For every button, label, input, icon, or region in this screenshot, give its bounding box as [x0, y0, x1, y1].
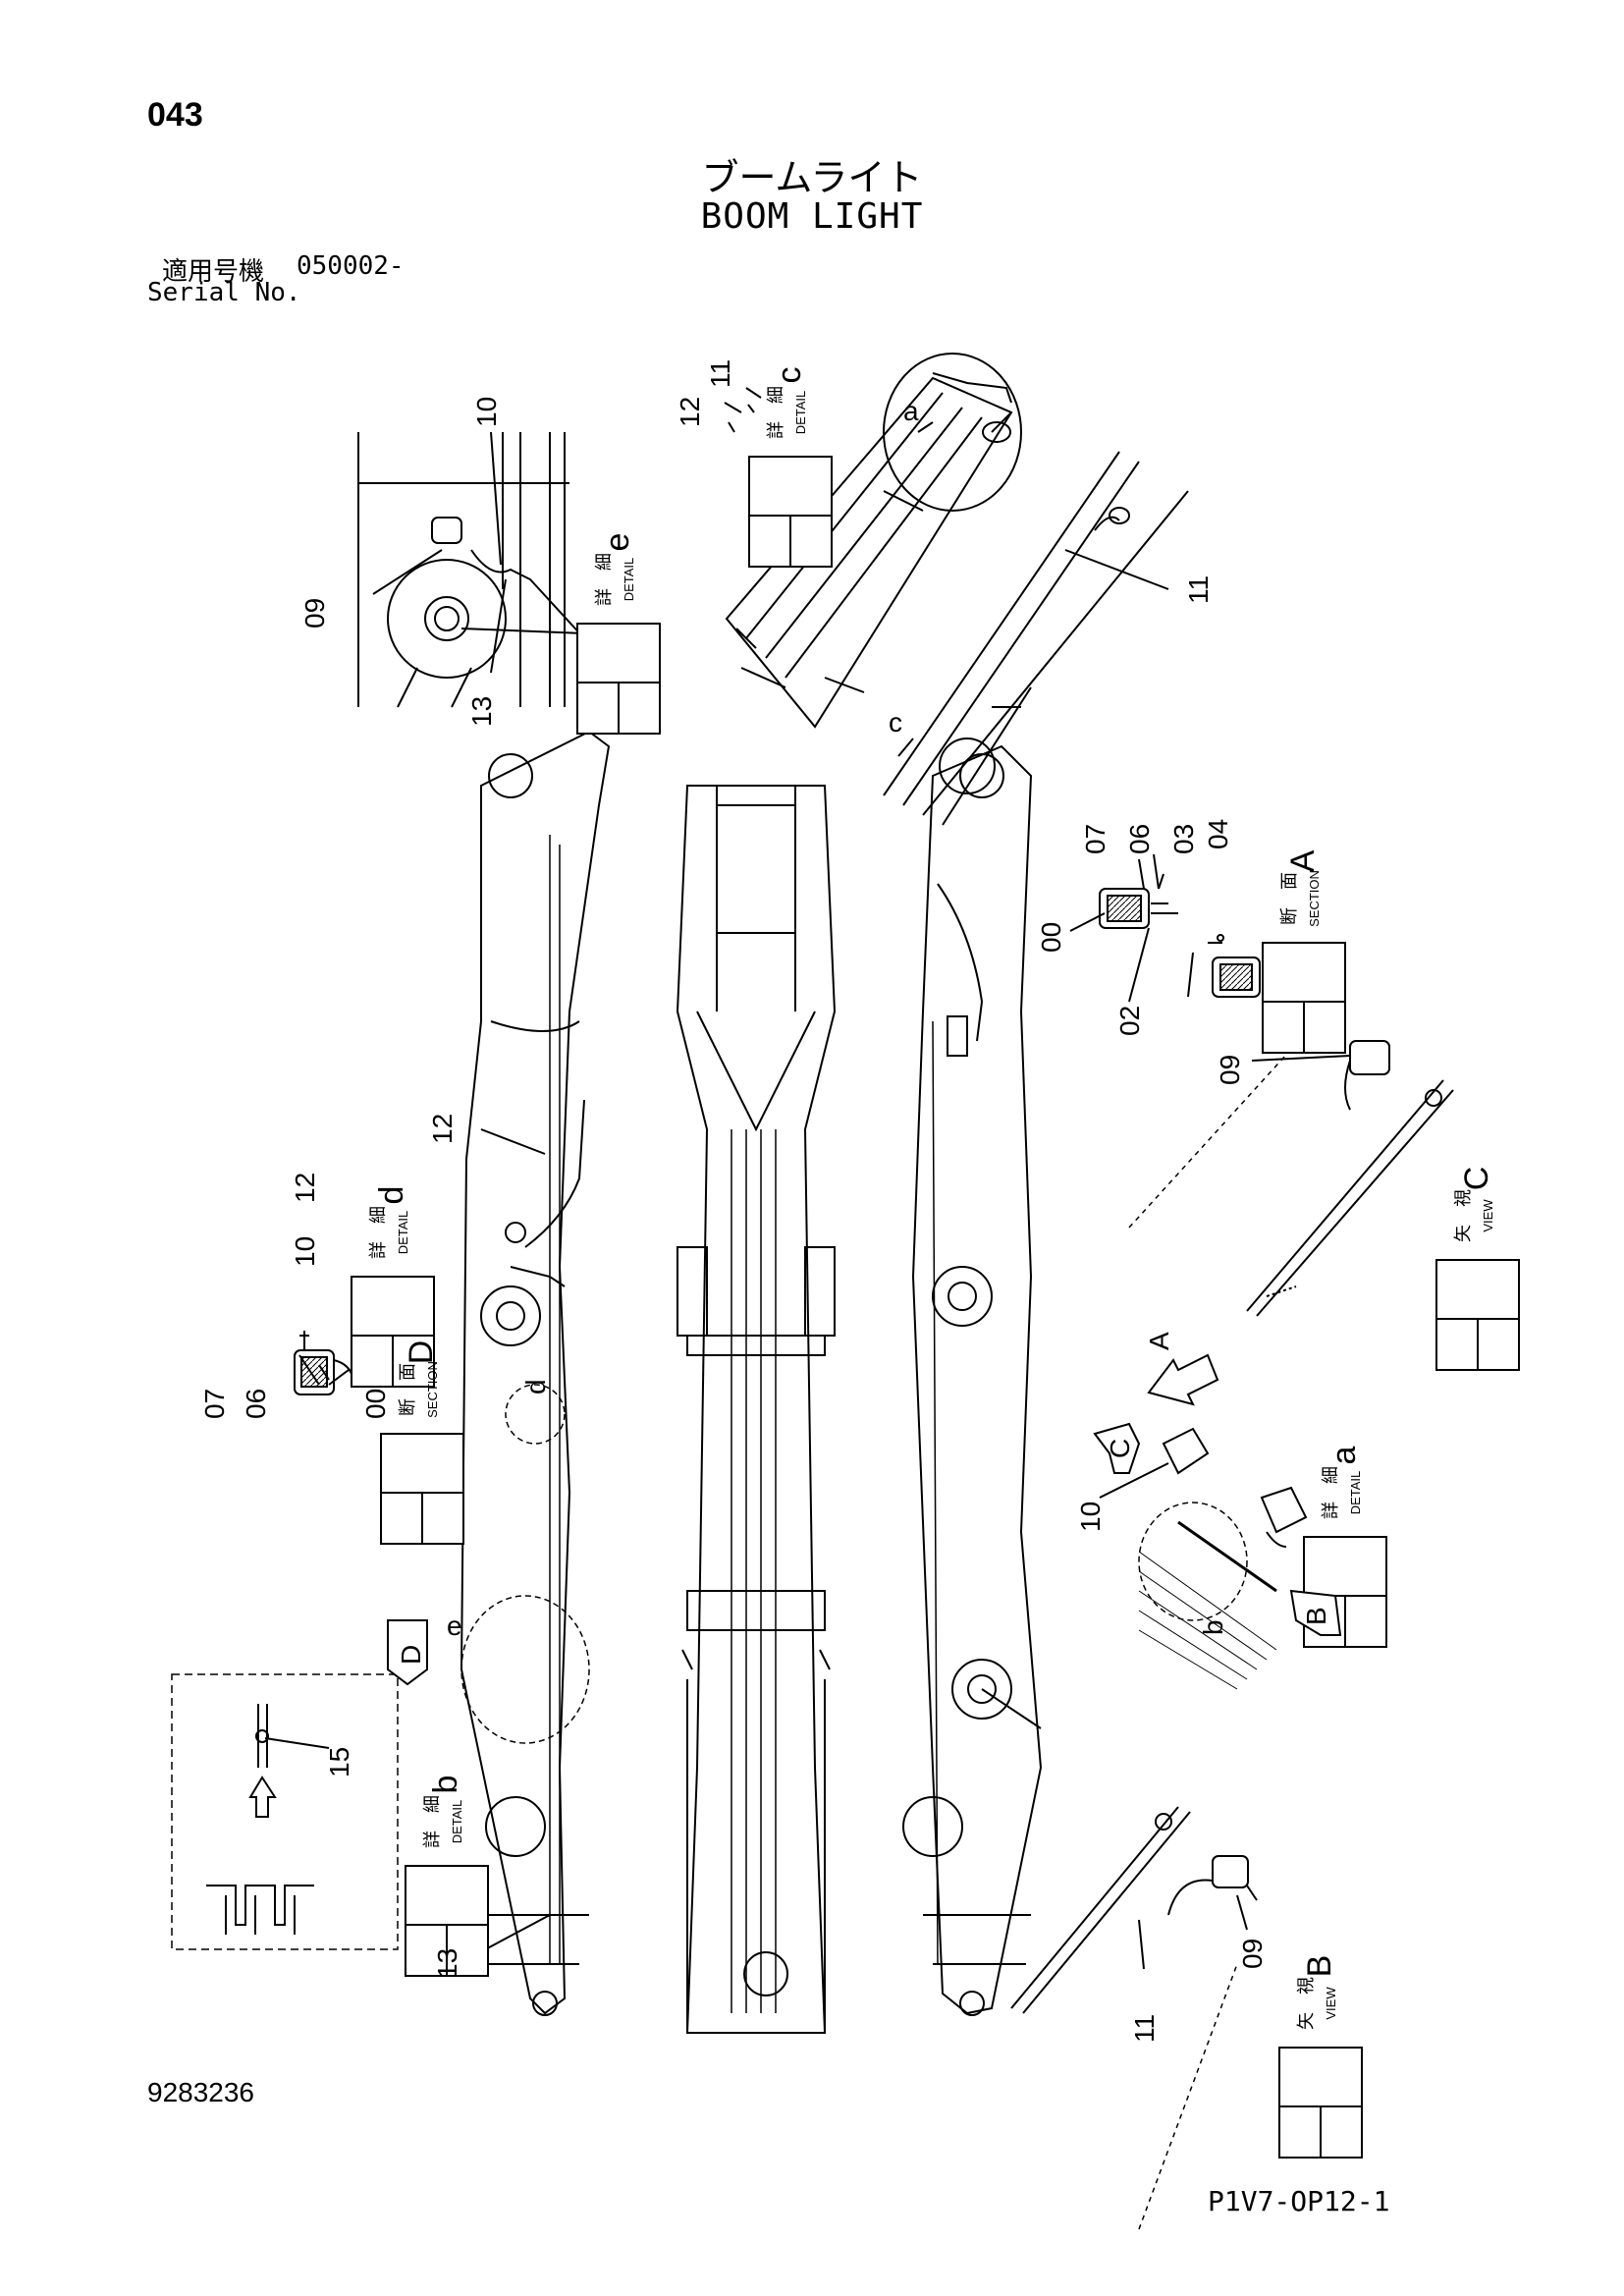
callout-09-c: 09: [1215, 1055, 1245, 1085]
detail-c-box: [748, 456, 833, 568]
callout-a-label: a: [903, 396, 919, 426]
callout-07-a: 07: [1080, 824, 1110, 854]
section-a-box: [1262, 942, 1346, 1054]
detail-b-circle: [1138, 1502, 1248, 1621]
detail-e-box: [576, 623, 661, 735]
callout-09-e: 09: [299, 598, 330, 629]
detail-e-en: DETAIL: [622, 558, 636, 602]
reference-code: P1V7-OP12-1: [1208, 2185, 1390, 2217]
section-d-en: SECTION: [425, 1361, 440, 1418]
callout-11-c: 11: [705, 359, 735, 388]
callout-10-a: 10: [1075, 1502, 1106, 1532]
callout-11-r: 11: [1183, 575, 1214, 604]
callout-04-a: 04: [1203, 819, 1233, 849]
document-number: 9283236: [147, 2077, 255, 2107]
callout-06-d: 06: [241, 1389, 271, 1419]
callout-b-circle: b: [1198, 1619, 1228, 1635]
callout-c-label: c: [889, 707, 902, 738]
callout-12-m: 12: [427, 1114, 458, 1144]
view-c-jp: 矢 視: [1453, 1189, 1473, 1242]
view-arrow-d: [387, 1619, 428, 1686]
callout-03-a: 03: [1168, 824, 1199, 854]
callout-arrow-a: A: [1144, 1332, 1174, 1350]
callout-arrow-b: B: [1301, 1607, 1331, 1625]
callout-13-m: 13: [432, 1948, 462, 1979]
detail-e-jp: 詳 細: [594, 553, 614, 606]
detail-b-drawing: [171, 1673, 399, 1950]
section-d-jp: 断 面: [398, 1363, 417, 1416]
callout-15-b: 15: [324, 1747, 354, 1777]
view-b-en: VIEW: [1324, 1987, 1338, 2020]
callout-10-d: 10: [290, 1236, 320, 1267]
callout-arrow-d: D: [396, 1645, 426, 1665]
callout-07-d: 07: [199, 1389, 230, 1419]
callout-00-a: 00: [1036, 922, 1066, 953]
detail-d-circle: [505, 1384, 566, 1445]
view-arrow-c: [1093, 1422, 1141, 1474]
detail-b-en: DETAIL: [450, 1800, 464, 1844]
detail-a-jp: 詳 細: [1321, 1466, 1340, 1519]
callout-06-a: 06: [1124, 824, 1155, 854]
detail-b-letter: b: [427, 1776, 464, 1794]
boom-center-drawing: [676, 785, 837, 2034]
callout-12-d: 12: [290, 1173, 320, 1203]
detail-c-drawing: [724, 387, 762, 433]
detail-a-en: DETAIL: [1348, 1471, 1363, 1515]
boom-left-drawing: [460, 730, 611, 2016]
callout-e-circle: e: [447, 1611, 462, 1641]
detail-b-jp: 詳 細: [422, 1795, 442, 1848]
boom-right-drawing: [902, 744, 1043, 2016]
arm-upper-drawing: [725, 353, 1022, 729]
detail-e-drawing: [357, 432, 585, 708]
page-number: 043: [147, 96, 203, 134]
callout-12-c: 12: [675, 397, 705, 427]
detail-d-box: [351, 1276, 435, 1388]
serial-value: 050002-: [297, 251, 405, 281]
detail-e-letter: e: [599, 533, 636, 552]
view-arrow-b: [1289, 1589, 1342, 1636]
title-english: BOOM LIGHT: [700, 196, 924, 237]
callout-10-e: 10: [471, 397, 502, 427]
detail-d-jp: 詳 細: [368, 1206, 388, 1259]
callout-d-circle: d: [520, 1379, 551, 1394]
detail-a-drawing: [1138, 1427, 1308, 1690]
view-b-drawing: [1010, 1806, 1258, 2230]
section-a-jp: 断 面: [1279, 872, 1299, 925]
detail-c-letter: c: [771, 367, 808, 384]
callout-09-b: 09: [1237, 1939, 1268, 1969]
callout-00-d: 00: [360, 1389, 391, 1419]
section-a-drawing: [1099, 888, 1261, 998]
callout-13-e: 13: [466, 696, 497, 727]
view-b-box: [1278, 2047, 1363, 2159]
section-a-en: SECTION: [1307, 870, 1322, 927]
section-a-letter: A: [1284, 849, 1322, 872]
detail-d-letter: d: [373, 1186, 410, 1205]
detail-a-letter: a: [1326, 1446, 1363, 1464]
detail-c-en: DETAIL: [793, 391, 808, 435]
serial-label-japanese: 適用号機: [162, 257, 265, 287]
view-c-letter: C: [1458, 1167, 1495, 1191]
detail-e-circle: [460, 1595, 590, 1744]
detail-c-jp: 詳 細: [766, 386, 785, 439]
detail-b-box: [405, 1865, 489, 1977]
callout-11-b: 11: [1129, 2014, 1160, 2043]
view-b-jp: 矢 視: [1296, 1977, 1316, 2030]
view-c-en: VIEW: [1481, 1199, 1495, 1232]
callout-arrow-c: C: [1105, 1439, 1135, 1458]
serial-label-english: Serial No.: [147, 278, 301, 307]
callout-02-a: 02: [1114, 1006, 1145, 1036]
view-c-drawing: [1128, 1011, 1454, 1317]
detail-d-en: DETAIL: [396, 1211, 410, 1255]
view-arrow-a: [1147, 1353, 1219, 1406]
section-d-box: [380, 1433, 464, 1545]
arm-right-drawing: [883, 451, 1189, 826]
view-c-box: [1435, 1259, 1520, 1371]
section-d-letter: D: [403, 1340, 440, 1365]
view-b-letter: B: [1301, 1955, 1338, 1978]
title-japanese: ブームライト: [701, 156, 923, 199]
